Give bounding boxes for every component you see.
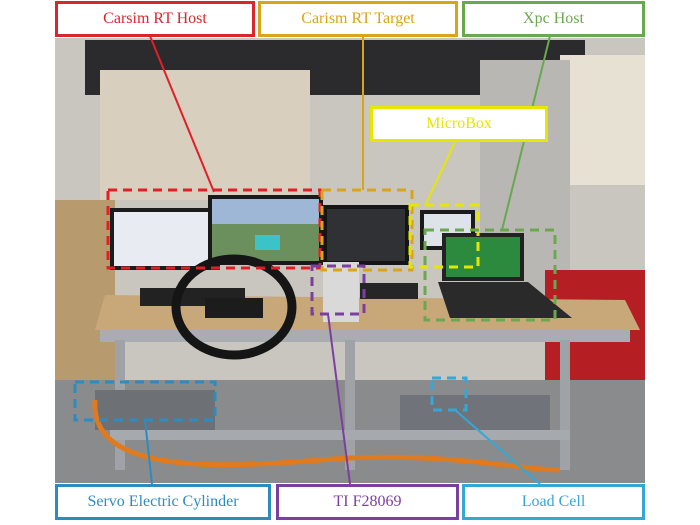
- xpc-host-text: Xpc Host: [523, 10, 584, 27]
- load-cell-text: Load Cell: [521, 493, 586, 510]
- power-supply: [323, 262, 359, 322]
- cabinet-left: [100, 70, 310, 200]
- load-cell-highlight: [430, 376, 468, 412]
- orange-cable: [92, 399, 561, 473]
- cabinet-right: [560, 55, 645, 185]
- microbox-highlight: [408, 203, 480, 269]
- steering-wheel: [171, 254, 297, 360]
- carism-target-highlight: [320, 188, 414, 272]
- microbox-label: MicroBox: [370, 106, 548, 142]
- ti-pointer: [327, 313, 351, 485]
- servo-cylinder-assembly: [95, 390, 215, 430]
- servo-electric-cylinder-label: Servo Electric Cylinder: [55, 484, 271, 520]
- keyboard-2: [360, 283, 418, 299]
- carsim-rt-host-text: Carsim RT Host: [103, 10, 207, 27]
- load-cell-pointer: [454, 409, 541, 485]
- servo-pointer: [144, 419, 153, 485]
- servo-electric-cylinder-text: Servo Electric Cylinder: [87, 493, 239, 510]
- carism-rt-target-label: Carism RT Target: [258, 1, 458, 37]
- load-cell-label: Load Cell: [462, 484, 645, 520]
- carsim-rt-host-label: Carsim RT Host: [55, 1, 255, 37]
- ti-f28069-text: TI F28069: [333, 493, 402, 510]
- xpc-host-label: Xpc Host: [462, 1, 645, 37]
- cardboard-boxes: [55, 200, 115, 380]
- ti-highlight: [310, 264, 366, 316]
- load-cell-assembly: [400, 395, 550, 430]
- microbox-text: MicroBox: [426, 115, 492, 132]
- table-frame: [100, 330, 630, 342]
- xpc-highlight: [423, 228, 557, 322]
- carism-rt-target-text: Carism RT Target: [301, 10, 415, 27]
- ti-f28069-label: TI F28069: [276, 484, 459, 520]
- laptop-base: [438, 282, 572, 318]
- microbox-pointer: [424, 141, 456, 207]
- carsim-host-pointer: [149, 35, 215, 193]
